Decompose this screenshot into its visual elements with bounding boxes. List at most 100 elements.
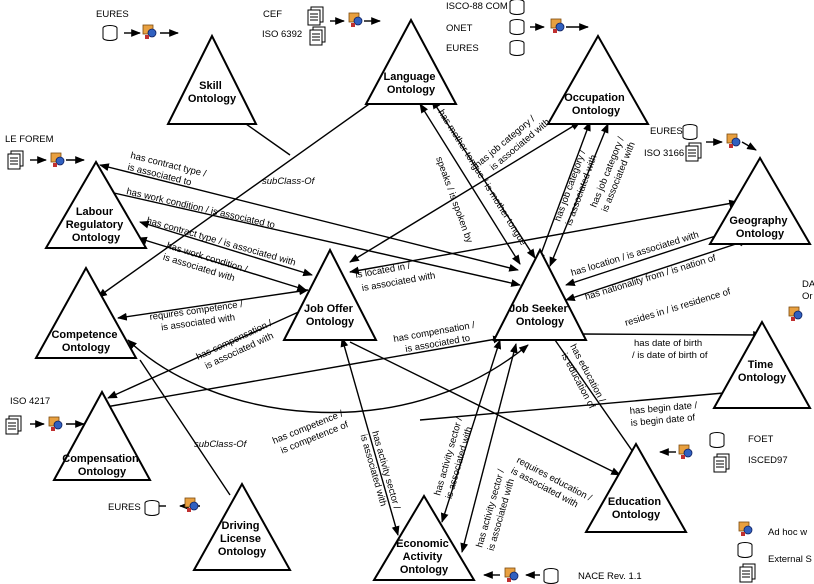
label-located-in: is located in / is associated with <box>355 256 437 294</box>
legend-document-icon <box>739 563 756 583</box>
document-icon <box>685 142 702 162</box>
source-iso6392-label: ISO 6392 <box>262 29 302 40</box>
driving-ontology-label: Driving License Ontology <box>218 520 267 558</box>
label-begin-date: has begin date / is begin date of <box>629 400 701 429</box>
source-iso4217-label: ISO 4217 <box>10 396 50 407</box>
economic-ontology-triangle <box>372 494 476 581</box>
database-icon <box>682 124 698 140</box>
occupation-ontology-triangle <box>546 33 650 125</box>
source-iso3166-label: ISO 3166 <box>644 148 684 159</box>
labour-ontology-triangle <box>44 160 148 249</box>
edge-jobseeker-education <box>554 339 641 463</box>
label-job-category-3: has job category / is associated with <box>589 133 639 214</box>
geography-ontology-label: Geography Ontology <box>729 215 790 240</box>
adhoc-tool-icon <box>184 497 199 513</box>
joboffer-ontology-triangle <box>282 247 378 341</box>
source-or-label: Or <box>802 291 813 302</box>
adhoc-tool-icon <box>48 416 63 432</box>
source-foet-label: FOET <box>748 434 774 445</box>
relation-edges <box>30 17 763 579</box>
edge-jo-workcond <box>137 236 307 292</box>
database-icon <box>509 40 525 56</box>
edge-jobseeker-economic-2 <box>460 343 518 553</box>
edge-competence-jobseeker <box>127 339 529 414</box>
language-ontology-triangle <box>364 17 458 105</box>
geography-ontology-triangle <box>708 156 812 245</box>
education-ontology-label: Education Ontology <box>608 496 664 521</box>
label-activity-sector-1: has activity sector / is associated with <box>358 430 403 517</box>
label-requires-education: requires education / is associated with <box>509 455 596 516</box>
database-icon <box>543 568 559 584</box>
jobseeker-ontology-label: Job Seeker Ontology <box>509 303 571 328</box>
data-sources: EURES CEF ISO 6392 ISCO-88 COM ONET EURE… <box>5 0 814 584</box>
legend: Ad hoc w External S <box>737 521 812 583</box>
time-ontology-triangle <box>712 319 812 409</box>
database-icon <box>144 500 160 516</box>
label-compensation-jobseeker: has compensation / is associated to <box>393 319 481 356</box>
legend-database-icon <box>737 542 753 558</box>
edge-language-jobseeker-2 <box>431 99 536 259</box>
database-icon <box>102 25 118 41</box>
competence-ontology-label: Competence Ontology <box>51 329 120 354</box>
source-isco88-label: ISCO-88 COM <box>446 1 508 12</box>
label-contract-type-1: has contract type / is associated to <box>126 150 209 192</box>
economic-ontology-label: Economic Activity Ontology <box>396 538 452 576</box>
skill-ontology-triangle <box>166 33 258 125</box>
document-icon <box>5 415 22 435</box>
education-ontology-triangle <box>584 441 688 533</box>
source-eures-top-label: EURES <box>96 9 129 20</box>
edge-jobseeker-time <box>579 331 763 339</box>
occupation-ontology-label: Occupation Ontology <box>564 92 628 117</box>
adhoc-tool-icon <box>50 152 65 168</box>
compensation-ontology-label: Compensation Ontology <box>62 453 141 478</box>
adhoc-tool-icon <box>788 306 803 322</box>
labour-ontology-label: Labour Regulatory Ontology <box>66 206 127 244</box>
database-icon <box>509 19 525 35</box>
compensation-ontology-triangle <box>52 389 152 481</box>
adhoc-tool-icon <box>550 18 565 34</box>
database-icon <box>709 432 725 448</box>
jobseeker-ontology-triangle <box>492 247 588 341</box>
document-icon <box>7 150 24 170</box>
label-date-of-birth: has date of birth / is date of birth of <box>632 338 708 361</box>
source-da-label: DA <box>802 279 814 290</box>
source-eures-bottom-label: EURES <box>108 502 141 513</box>
source-eures-geo-label: EURES <box>650 126 683 137</box>
source-leforem-label: LE FOREM <box>5 134 54 145</box>
adhoc-tool-icon <box>504 567 519 583</box>
language-ontology-label: Language Ontology <box>383 71 438 96</box>
database-icon <box>509 0 525 15</box>
source-eures-mid-label: EURES <box>446 43 479 54</box>
label-activity-sector-2: has activity sector / is associated with <box>432 414 477 501</box>
legend-adhoc-label: Ad hoc w <box>768 527 807 538</box>
document-icon <box>309 26 326 46</box>
edge-occupation-jobseeker-2 <box>549 123 609 267</box>
skill-ontology-label: Skill Ontology <box>188 80 237 105</box>
label-speaks: speaks / is spoken by <box>433 155 474 244</box>
edge-jobseeker-geography-2 <box>565 239 749 301</box>
source-nace-label: NACE Rev. 1.1 <box>578 571 642 582</box>
edge-joboffer-economic <box>340 337 400 536</box>
source-isced97-label: ISCED97 <box>748 455 788 466</box>
adhoc-tool-icon <box>726 133 741 149</box>
adhoc-tool-icon <box>678 444 693 460</box>
driving-ontology-triangle <box>192 481 292 571</box>
competence-ontology-triangle <box>34 265 138 359</box>
label-has-education: has education / is education of <box>557 342 609 412</box>
edge-language-competence <box>97 101 373 298</box>
source-cef-label: CEF <box>263 9 282 20</box>
label-subclass-1: subClass-Of <box>262 176 316 187</box>
source-onet-label: ONET <box>446 23 473 34</box>
legend-adhoc-icon <box>738 521 753 537</box>
label-job-category-2: has job category / is associated with <box>552 146 600 227</box>
joboffer-ontology-label: Job Offer Ontology <box>304 303 356 328</box>
document-icon <box>307 6 324 26</box>
label-resides: resides in / is residence of <box>624 286 733 329</box>
legend-external-label: External S <box>768 554 812 565</box>
label-job-category-1: has job category / is associated with <box>473 108 552 180</box>
label-requires-competence: requires competence / is associated with <box>149 299 248 335</box>
document-icon <box>713 453 730 473</box>
adhoc-tool-icon <box>142 24 157 40</box>
